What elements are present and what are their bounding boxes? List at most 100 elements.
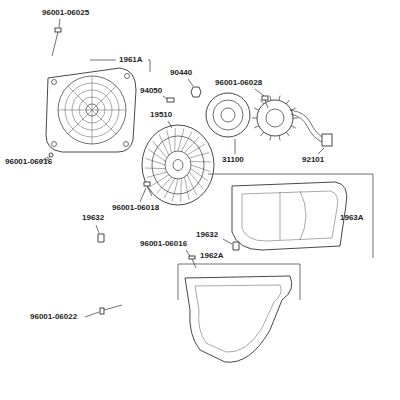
shroud-frame-stroke <box>280 191 306 240</box>
repeat-strokes <box>145 128 211 202</box>
rotor-ring-stroke <box>221 108 235 122</box>
flywheel-fan-stroke <box>151 175 169 186</box>
fan-cover-stroke <box>52 142 57 147</box>
leader-lines-stroke <box>168 121 172 128</box>
flywheel-fan-stroke <box>191 161 211 163</box>
leader-lines-stroke <box>163 96 167 99</box>
screws-and-clips-stroke <box>144 182 150 186</box>
screws-and-clips-stroke <box>52 32 58 56</box>
callout-number: 96001-06028 <box>215 79 262 87</box>
callout-number: 1963A <box>340 214 364 222</box>
leader-lines-stroke <box>235 139 236 154</box>
repeat-strokes <box>252 96 298 141</box>
flywheel-fan-stroke <box>180 179 182 202</box>
flywheel-fan-stroke <box>164 179 175 199</box>
leader-lines-stroke <box>223 239 232 244</box>
leader-lines-stroke <box>186 250 190 256</box>
rotor-ring-stroke <box>213 100 243 130</box>
rotor-ring-stroke <box>206 93 250 137</box>
fan-cover-stroke <box>58 76 126 144</box>
fan-cover-stroke <box>58 76 126 144</box>
callout-number: 96001-06016 <box>5 158 52 166</box>
screws-and-clips-stroke <box>49 153 53 157</box>
callout-number: 96001-06025 <box>42 9 89 17</box>
shroud-frame-stroke <box>242 191 338 241</box>
flywheel-fan-stroke <box>146 158 165 165</box>
callout-number: 1962A <box>200 252 224 260</box>
callout-number: 90440 <box>170 69 192 77</box>
stator-coil <box>252 96 298 141</box>
wire-harness-stroke <box>290 110 324 138</box>
fan-cover-stroke <box>125 74 130 79</box>
flywheel-fan-stroke <box>167 130 172 153</box>
stator-coil-stroke <box>266 109 284 127</box>
flywheel-fan-stroke <box>152 136 204 194</box>
flywheel-fan-stroke <box>174 128 176 151</box>
stator-coil-stroke <box>257 100 293 136</box>
screws-and-clips-stroke <box>100 308 104 314</box>
callout-number: 19632 <box>82 214 104 222</box>
shroud-frame-stroke <box>232 182 347 250</box>
callout-number: 1961A <box>119 56 143 64</box>
flywheel-fan-stroke <box>181 132 192 152</box>
shroud-frame-stroke <box>208 174 373 258</box>
screws-and-clips-stroke <box>147 186 152 196</box>
callout-number: 94050 <box>140 87 162 95</box>
fan-cover <box>46 68 136 152</box>
callout-number: 92101 <box>302 156 324 164</box>
screws-and-clips-stroke <box>233 242 239 250</box>
callout-number: 19632 <box>196 231 218 239</box>
leader-lines-stroke <box>59 19 60 27</box>
screws-and-clips-stroke <box>55 28 61 32</box>
leader-lines-stroke <box>96 225 99 233</box>
callout-number: 96001-06022 <box>30 313 77 321</box>
flywheel-fan <box>142 125 214 205</box>
screws-and-clips-stroke <box>262 96 268 100</box>
flywheel-fan-stroke <box>189 153 209 158</box>
screws-and-clips-stroke <box>189 256 195 259</box>
shroud-frame <box>208 174 373 258</box>
callout-number: 96001-06016 <box>140 240 187 248</box>
screws-and-clips <box>46 28 268 314</box>
wire-harness-stroke <box>322 134 332 146</box>
wire-harness <box>290 110 332 146</box>
flywheel-fan-stroke <box>187 175 197 196</box>
flywheel-fan-stroke <box>148 149 165 161</box>
lower-shroud-stroke <box>195 285 281 352</box>
screws-and-clips-stroke <box>167 98 174 102</box>
flywheel-fan-stroke <box>172 179 178 201</box>
flywheel-fan-stroke <box>189 172 203 189</box>
screws-and-clips-stroke <box>192 259 196 268</box>
flywheel-fan-stroke <box>178 129 184 151</box>
flywheel-fan-stroke <box>173 160 183 171</box>
leader-lines-stroke <box>188 79 193 86</box>
flywheel-fan-stroke <box>153 141 167 158</box>
lower-shroud <box>178 264 300 362</box>
leader-lines-stroke <box>318 148 324 154</box>
flywheel-fan-stroke <box>147 172 167 177</box>
screws-and-clips-stroke <box>265 100 268 108</box>
flywheel-fan-stroke <box>157 177 172 193</box>
leader-lines <box>40 19 324 317</box>
screws-and-clips-stroke <box>191 87 201 97</box>
flywheel-fan-stroke <box>142 125 214 205</box>
callout-number: 19510 <box>150 111 172 119</box>
lower-shroud-stroke <box>185 276 292 362</box>
flywheel-fan-stroke <box>191 165 210 172</box>
flywheel-fan-stroke <box>165 151 191 179</box>
leader-lines-stroke <box>255 89 264 96</box>
rotor-ring <box>206 93 250 137</box>
leader-lines-stroke <box>85 312 99 317</box>
screws-and-clips-stroke <box>104 305 122 310</box>
flywheel-fan-stroke <box>191 169 208 181</box>
fan-cover-stroke <box>46 68 136 152</box>
flywheel-fan-stroke <box>185 137 200 153</box>
flywheel-fan-stroke <box>185 177 190 200</box>
flywheel-fan-stroke <box>187 144 205 155</box>
screws-and-clips-stroke <box>98 234 104 242</box>
leader-lines-stroke <box>140 188 146 202</box>
fan-cover-stroke <box>124 142 129 147</box>
flywheel-fan-stroke <box>145 168 165 170</box>
